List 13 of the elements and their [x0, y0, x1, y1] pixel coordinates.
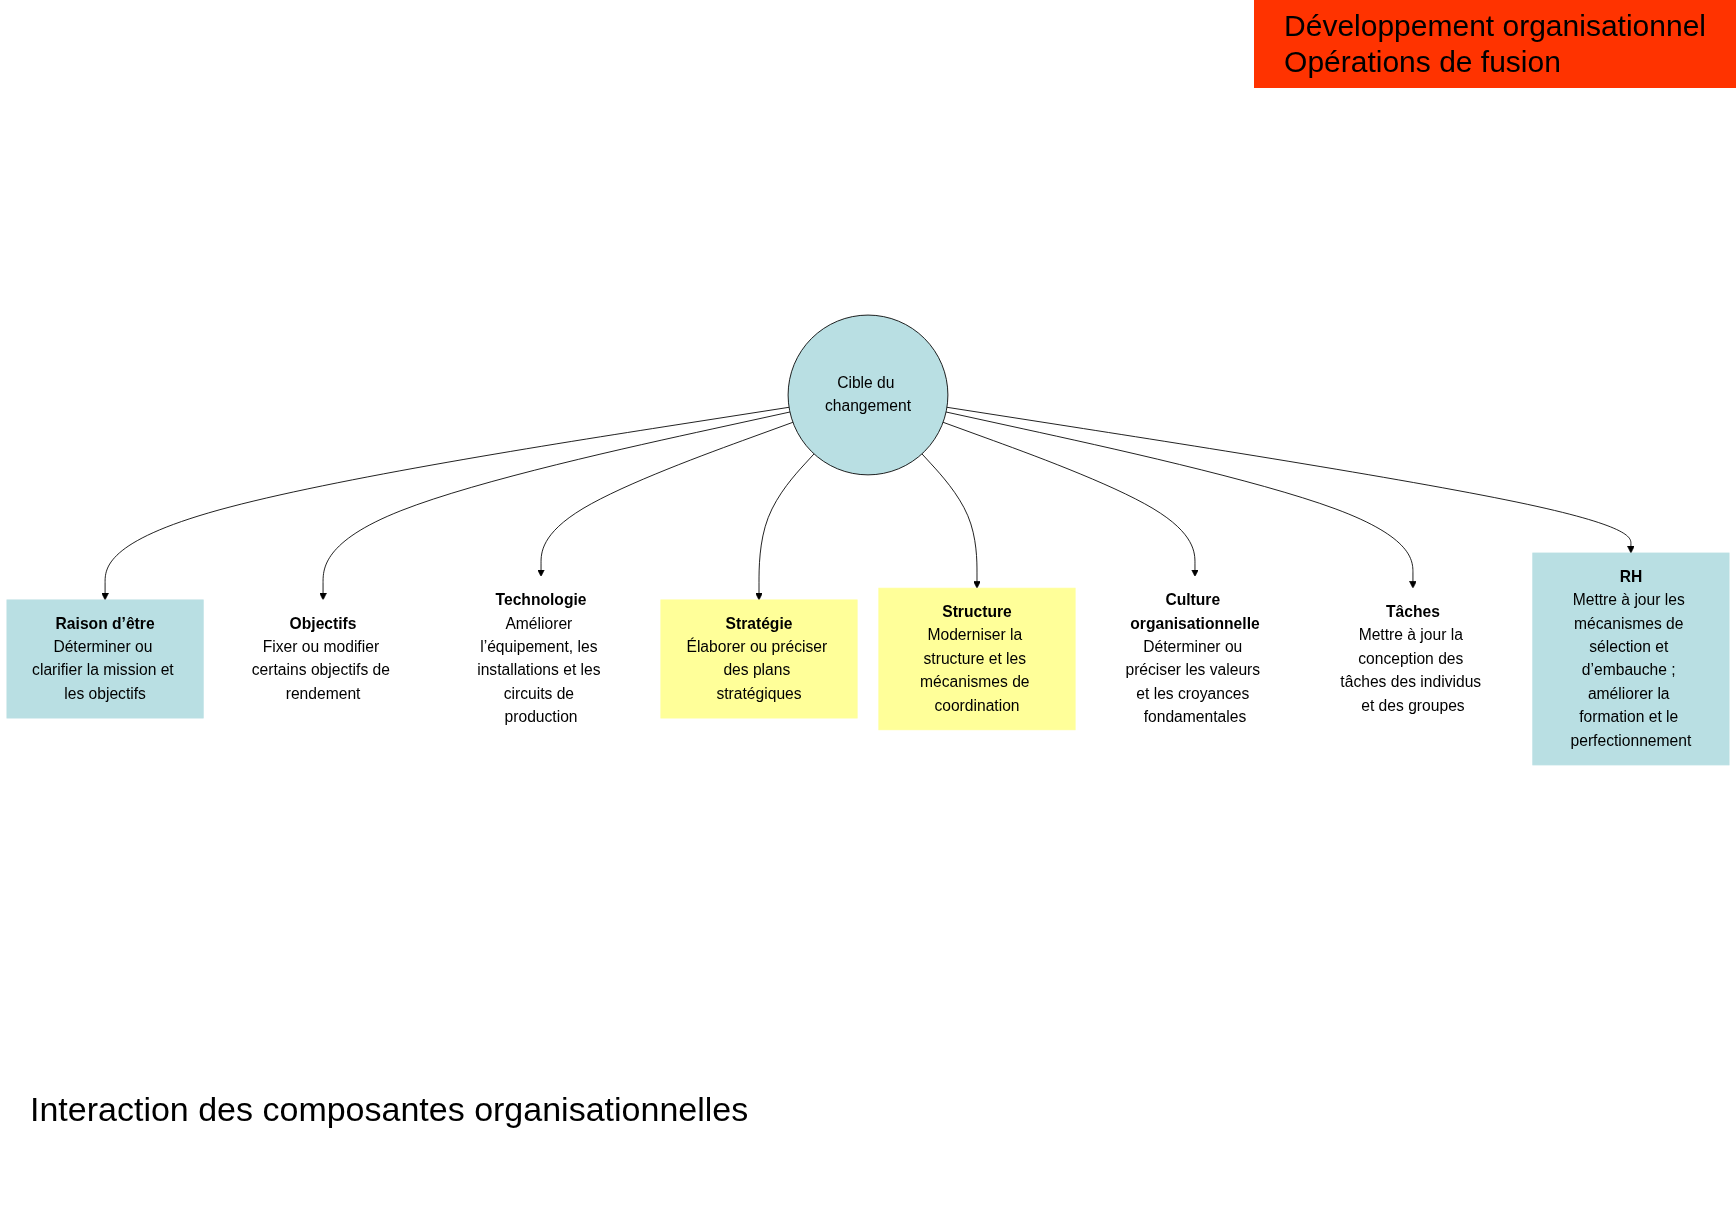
node-text: Objectifs Fixer ou modifier certains objectifs de rendement	[251, 614, 390, 703]
diagram-caption: Interaction des composantes organisationnelles	[30, 1090, 749, 1129]
node-box: Stratégie Élaborer ou préciser des plans stratégiques	[660, 599, 858, 719]
node-box: Structure Moderniser la structure et les mécanismes de coordination	[878, 587, 1076, 731]
node-text: Culture organisationnelle Déterminer ou préciser les valeurs et les croyances fondamentales	[1125, 591, 1261, 726]
note-text: Opérations de fusion	[1284, 44, 1562, 80]
note-box	[1254, 0, 1736, 88]
node-text: Technologie Améliorer l’équipement, les installations et les circuits de production	[477, 591, 601, 726]
node-box: Raison d’être Déterminer ou clarifier la mission et les objectifs	[6, 599, 204, 719]
note-text: Développement organisationnel	[1284, 8, 1706, 44]
node-text: Tâches Mettre à jour la conception des tâches des individus et des groupes	[1340, 602, 1482, 715]
node-box: RH Mettre à jour les mécanismes de sélection et d’embauche ; améliorer la formation et le perfectionnement	[1532, 552, 1730, 766]
node-circle: Cible du changement	[787, 314, 949, 476]
